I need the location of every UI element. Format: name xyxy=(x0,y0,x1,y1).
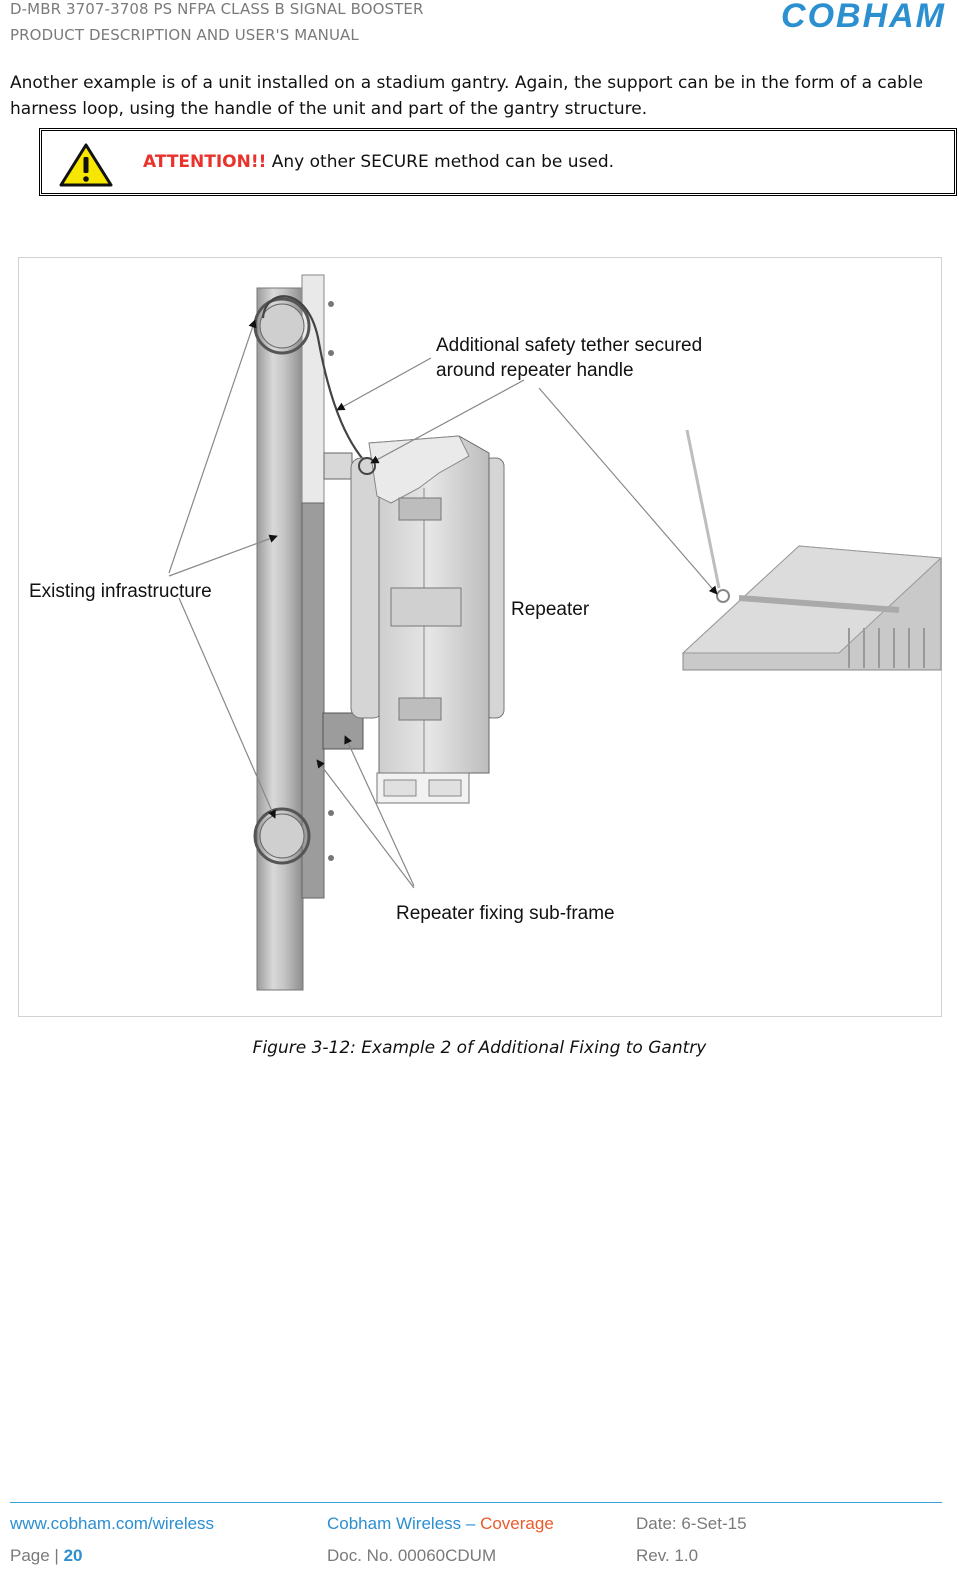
label-fixing-subframe: Repeater fixing sub-frame xyxy=(396,903,615,924)
label-repeater: Repeater xyxy=(511,599,590,620)
footer-brand-separator: – xyxy=(461,1514,481,1533)
footer-page-number: 20 xyxy=(63,1546,83,1565)
footer-page-label: Page | xyxy=(10,1546,64,1565)
footer-brand-name: Cobham Wireless xyxy=(327,1514,462,1533)
safety-tether xyxy=(261,295,374,471)
attention-message: Any other SECURE method can be used. xyxy=(266,152,615,172)
gantry-illustration xyxy=(168,274,943,991)
figure-caption: Figure 3-12: Example 2 of Additional Fix… xyxy=(252,1038,707,1058)
footer-coverage: Coverage xyxy=(480,1514,554,1533)
pole-clamp-top xyxy=(253,297,311,355)
footer-page: Page | 20 xyxy=(10,1546,83,1566)
callout-leaders xyxy=(168,319,718,889)
label-tether-line1: Additional safety tether secured xyxy=(436,335,703,356)
label-existing-infrastructure: Existing infrastructure xyxy=(29,581,212,602)
figure-gantry-fixing: Additional safety tether secured around … xyxy=(18,257,943,1017)
header-title-line2: PRODUCT DESCRIPTION AND USER'S MANUAL xyxy=(10,26,359,44)
footer-divider xyxy=(10,1502,942,1503)
footer-date: Date: 6-Set-15 xyxy=(636,1514,747,1533)
footer-website-link[interactable]: www.cobham.com/wireless xyxy=(10,1514,215,1533)
attention-notice: ATTENTION!! Any other SECURE method can … xyxy=(39,128,957,196)
attention-text: ATTENTION!! Any other SECURE method can … xyxy=(143,152,614,172)
footer-revision: Rev. 1.0 xyxy=(636,1546,699,1565)
inset-repeater-detail xyxy=(681,429,943,671)
warning-triangle-icon xyxy=(59,143,113,187)
intro-paragraph: Another example is of a unit installed o… xyxy=(10,73,924,119)
footer-brand: Cobham Wireless – Coverage xyxy=(327,1514,554,1534)
label-tether-line2: around repeater handle xyxy=(436,360,634,381)
header-title-line1: D-MBR 3707-3708 PS NFPA CLASS B SIGNAL B… xyxy=(10,0,424,18)
mounting-plate xyxy=(301,274,334,899)
repeater-unit xyxy=(350,435,505,804)
footer-doc-number: Doc. No. 00060CDUM xyxy=(327,1546,497,1565)
attention-label: ATTENTION!! xyxy=(143,152,267,172)
pole-clamp-bottom xyxy=(253,807,311,865)
svg-text:COBHAM: COBHAM xyxy=(781,0,946,30)
cobham-logo: COBHAM xyxy=(781,0,946,30)
gantry-pole xyxy=(256,287,304,991)
